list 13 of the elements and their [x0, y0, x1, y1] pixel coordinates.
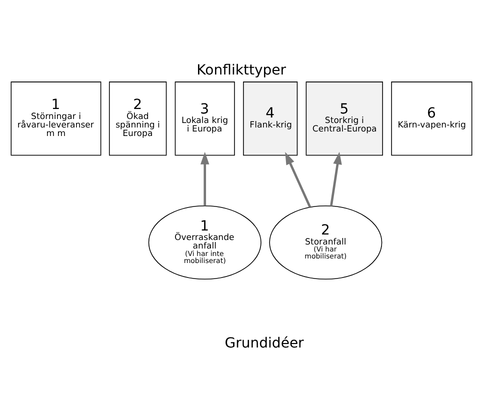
node-box: 2 Ökad spänning i Europa [108, 81, 167, 156]
node-box: 4 Flank-krig [243, 81, 298, 156]
arrow [285, 152, 312, 207]
node-box: 1 Störningar i råvaru-leveranser m m [10, 81, 102, 156]
node-box: 5 Storkrig i Central-Europa [306, 81, 383, 156]
diagram-title: Konflikttyper [196, 62, 286, 78]
arrow [330, 151, 342, 206]
arrow [200, 151, 210, 206]
node-ellipse: 1 Överraskande anfall (Vi har inte mobiliserat) [148, 205, 262, 280]
caption: Grundidéer [224, 334, 304, 351]
node-ellipse: 2 Storanfall (Vi har mobiliserat) [269, 205, 382, 280]
node-box: 6 Kärn-vapen-krig [391, 81, 472, 156]
node-box: 3 Lokala krig i Europa [174, 81, 235, 156]
